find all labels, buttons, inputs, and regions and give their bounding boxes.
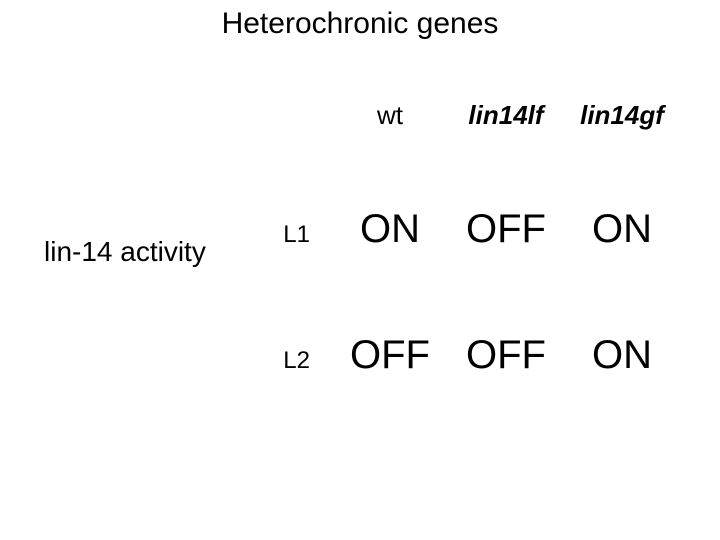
cell-l2-lin14gf: ON — [592, 333, 652, 377]
column-header-lin14gf: lin14gf — [564, 100, 680, 130]
cell-l2-lin14lf: OFF — [466, 333, 546, 377]
page-title: Heterochronic genes — [221, 7, 499, 40]
table-row: L2 OFF OFF ON — [270, 332, 702, 378]
column-header-lin14gf-superscript: gf — [639, 100, 664, 130]
row-header-l2: L2 — [283, 347, 310, 374]
cell-l1-lin14lf: OFF — [466, 207, 546, 251]
row-group-label: lin-14 activity — [44, 236, 206, 267]
cell-l1-wt: ON — [360, 207, 420, 251]
table-row: L1 ON OFF ON — [270, 206, 702, 252]
column-header-lin14lf: lin14lf — [448, 100, 564, 130]
genotype-stage-matrix: wt lin14lf lin14gf L1 ON OFF ON L2 OFF O… — [270, 100, 702, 378]
cell-l1-lin14gf: ON — [592, 207, 652, 251]
table-header-row: wt lin14lf lin14gf — [270, 100, 702, 144]
column-header-lin14lf-superscript: lf — [527, 100, 544, 130]
column-header-wt-label: wt — [377, 100, 403, 130]
column-header-lin14lf-label: lin14 — [468, 100, 528, 130]
column-header-lin14gf-label: lin14 — [580, 100, 640, 130]
column-header-wt: wt — [332, 100, 448, 130]
cell-l2-wt: OFF — [350, 333, 430, 377]
row-header-l1: L1 — [283, 221, 310, 248]
